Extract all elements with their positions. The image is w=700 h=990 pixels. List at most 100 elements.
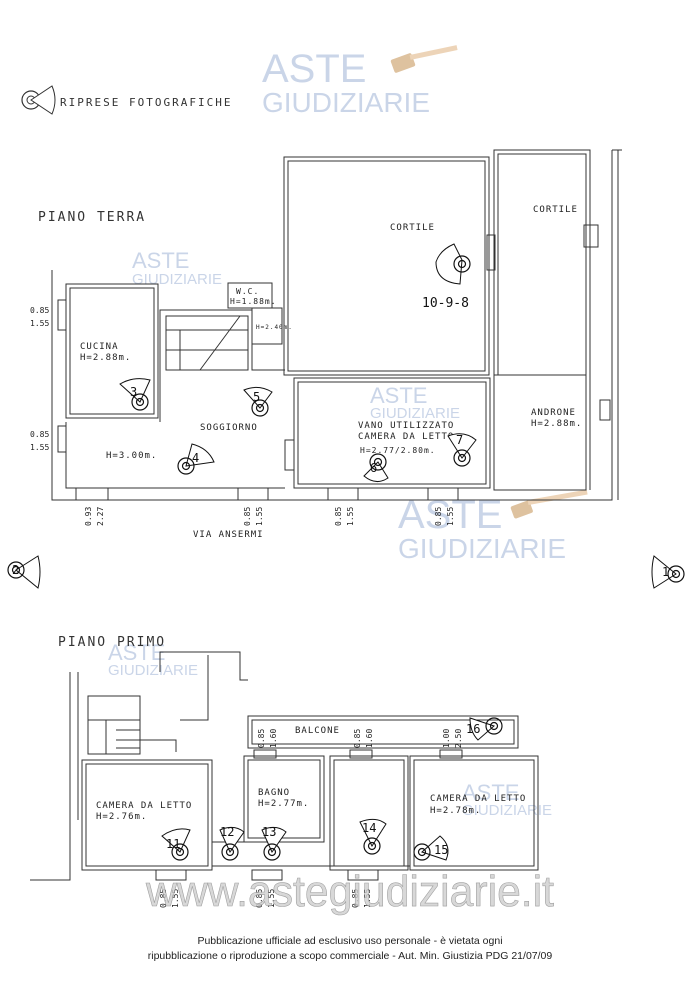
first-floor-walls	[30, 651, 539, 881]
svg-text:3: 3	[130, 385, 137, 399]
dim-d3b: 1.55	[346, 507, 355, 526]
room-wc: W.C.	[236, 287, 259, 296]
first-floor-title: PIANO PRIMO	[58, 635, 166, 650]
dim-d1a: 0.93	[84, 507, 93, 526]
svg-text:1: 1	[662, 565, 669, 579]
camera-1: 1	[651, 555, 685, 589]
watermark-mid-right: ASTE GIUDIZIARIE	[398, 489, 588, 564]
room-androne: ANDRONE	[531, 408, 576, 418]
svg-text:12: 12	[220, 825, 234, 839]
footer-notice: Pubblicazione ufficiale ad esclusivo uso…	[0, 934, 700, 964]
watermark-aste-mc: ASTE	[370, 383, 427, 408]
room-cucina: CUCINA	[80, 342, 119, 352]
dim-w2a: 0.85	[30, 430, 49, 439]
camera-7: 7	[447, 433, 477, 467]
room-vano-line1: VANO UTILIZZATO	[358, 421, 454, 431]
watermark-first-right: ASTE GIUDIZIARIE	[462, 780, 552, 819]
camera-12: 12	[219, 825, 245, 861]
room-cortile-right: CORTILE	[533, 205, 578, 215]
dim-b2b: 1.55	[267, 889, 276, 908]
dim-t2b: 1.60	[365, 729, 374, 748]
footer-line-2: ripubblicazione o riproduzione a scopo c…	[147, 950, 553, 962]
svg-text:6: 6	[370, 461, 377, 475]
watermark-aste-fr: ASTE	[462, 780, 519, 805]
legend-label: RIPRESE FOTOGRAFICHE	[60, 96, 232, 109]
watermark-giudiziarie-fr: GIUDIZIARIE	[462, 802, 552, 819]
camera-16: 16	[466, 717, 503, 741]
svg-text:2: 2	[12, 563, 19, 577]
room-camera-right-height: H=2.78m.	[430, 806, 481, 816]
room-camera-right: CAMERA DA LETTO	[430, 794, 526, 804]
room-wc-height: H=1.88m.	[230, 297, 277, 306]
camera-15: 15	[413, 835, 449, 861]
room-bagno-height: H=2.77m.	[258, 799, 309, 809]
photo-group-label: 10-9-8	[422, 296, 469, 311]
watermark-aste-fl: ASTE	[108, 640, 165, 665]
room-soggiorno: SOGGIORNO	[200, 423, 258, 433]
dim-w1a: 0.85	[30, 306, 49, 315]
room-bagno: BAGNO	[258, 788, 290, 798]
camera-14: 14	[359, 818, 387, 855]
watermark-giudiziarie-ml: GIUDIZIARIE	[132, 271, 222, 288]
watermark-top: ASTE GIUDIZIARIE	[262, 45, 458, 118]
dim-w1b: 1.55	[30, 319, 49, 328]
camera-4: 4	[177, 443, 215, 475]
svg-text:11: 11	[166, 837, 180, 851]
camera-icon	[435, 243, 471, 285]
watermark-first-left: ASTE GIUDIZIARIE	[108, 640, 198, 679]
dim-d1b: 2.27	[96, 507, 105, 526]
dim-d4b: 1.55	[446, 507, 455, 526]
stair-height: H=2.40m.	[256, 324, 293, 331]
watermark-mid-center: ASTE GIUDIZIARIE	[370, 383, 460, 422]
dim-b1b: 1.55	[171, 889, 180, 908]
svg-text:16: 16	[466, 722, 480, 736]
dim-t3b: 2.50	[454, 729, 463, 748]
dim-d3a: 0.85	[334, 507, 343, 526]
dim-t3a: 1.00	[442, 729, 451, 748]
dim-t1b: 1.60	[269, 729, 278, 748]
gavel-icon	[390, 45, 458, 73]
legend: RIPRESE FOTOGRAFICHE	[21, 85, 232, 115]
watermark-giudiziarie-mc: GIUDIZIARIE	[370, 405, 460, 422]
svg-text:4: 4	[192, 451, 199, 465]
camera-6: 6	[363, 453, 389, 482]
room-balcone: BALCONE	[295, 726, 340, 736]
room-androne-height: H=2.88m.	[531, 419, 582, 429]
camera-3: 3	[119, 378, 151, 411]
watermark-url: www.astegiudiziarie.it	[145, 867, 554, 916]
watermark-giudiziarie-mr: GIUDIZIARIE	[398, 533, 566, 564]
camera-13: 13	[261, 825, 287, 861]
camera-11: 11	[161, 828, 191, 861]
street-name: VIA ANSERMI	[193, 530, 264, 540]
footer-line-1: Pubblicazione ufficiale ad esclusivo uso…	[197, 935, 503, 947]
room-camera-left-height: H=2.76m.	[96, 812, 147, 822]
svg-text:7: 7	[456, 433, 463, 447]
dim-w2b: 1.55	[30, 443, 49, 452]
ground-floor-title: PIANO TERRA	[38, 210, 146, 225]
watermark-giudiziarie-fl: GIUDIZIARIE	[108, 662, 198, 679]
dim-b3a: 0.85	[351, 889, 360, 908]
dim-b1a: 0.85	[159, 889, 168, 908]
gavel-icon	[510, 489, 588, 519]
camera-icon	[21, 85, 56, 115]
watermark-giudiziarie-top: GIUDIZIARIE	[262, 87, 430, 118]
svg-text:14: 14	[362, 821, 376, 835]
watermark-aste-top: ASTE	[262, 47, 366, 91]
watermark-aste-ml: ASTE	[132, 248, 189, 273]
dim-d4a: 0.85	[434, 507, 443, 526]
dim-t1a: 0.85	[257, 729, 266, 748]
dim-b2a: 0.85	[255, 889, 264, 908]
dim-b3b: 1.55	[363, 889, 372, 908]
svg-text:13: 13	[262, 825, 276, 839]
camera-5: 5	[243, 386, 273, 417]
room-cortile-left: CORTILE	[390, 223, 435, 233]
svg-text:15: 15	[434, 843, 448, 857]
ground-floor-walls	[51, 149, 622, 501]
svg-text:5: 5	[253, 390, 260, 404]
dim-d2a: 0.85	[243, 507, 252, 526]
dim-t2a: 0.85	[353, 729, 362, 748]
watermark-mid-left: ASTE GIUDIZIARIE	[132, 248, 222, 288]
room-cucina-height: H=2.88m.	[80, 353, 131, 363]
dim-d2b: 1.55	[255, 507, 264, 526]
